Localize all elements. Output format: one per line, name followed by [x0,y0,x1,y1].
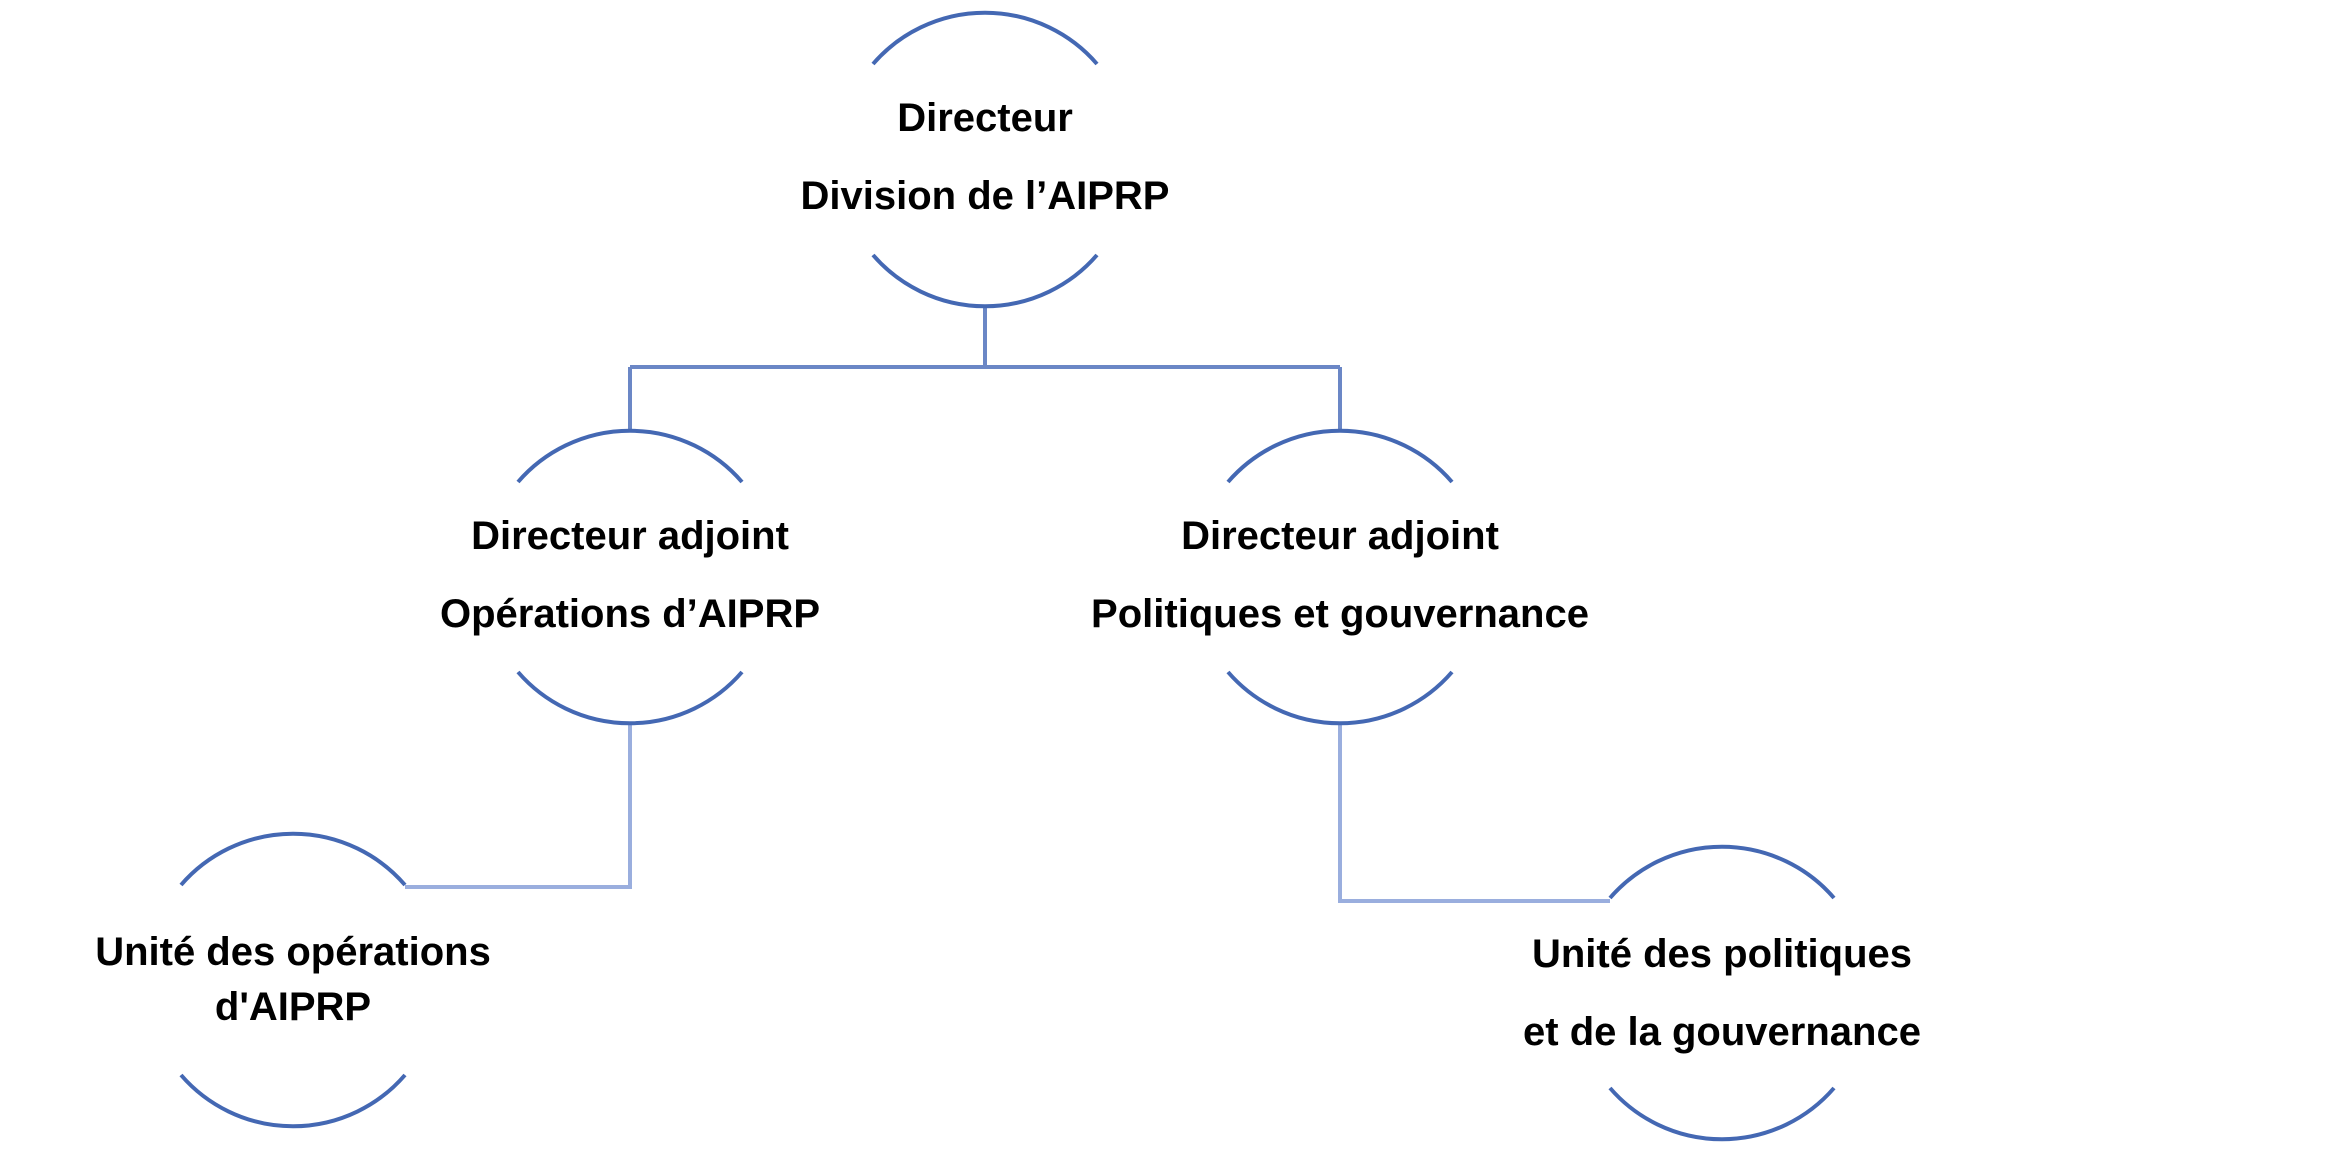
arc-top [871,10,1099,66]
arc-bottom [516,670,744,726]
arc-top [179,831,407,887]
node-deputy-policy-title: Directeur adjoint [1181,514,1499,558]
arc-bottom [1226,670,1454,726]
arc-bottom [871,253,1099,309]
node-director-title: Directeur [897,96,1073,140]
node-deputy-policy-unit: Politiques et gouvernance [1091,592,1589,636]
node-unit-operations-line1: Unité des opérations [95,930,491,974]
node-deputy-operations-unit: Opérations d’AIPRP [439,592,821,636]
node-deputy-operations-shape [516,428,744,726]
node-deputy-operations-title: Directeur adjoint [471,514,789,558]
node-deputy-policy: Directeur adjoint Politiques et gouverna… [1091,497,1589,653]
node-unit-operations-shape [179,831,407,1129]
arc-bottom [1608,1086,1836,1142]
node-unit-policy: Unité des politiques et de la gouvernanc… [1523,915,1921,1071]
arc-top [1608,844,1836,900]
node-director: Directeur Division de l’AIPRP [801,79,1170,235]
connector-to-unit-operations [405,725,632,889]
node-deputy-operations: Directeur adjoint Opérations d’AIPRP [440,497,820,653]
arc-bottom [179,1073,407,1129]
node-unit-policy-shape [1608,844,1836,1142]
connector-to-unit-policy [1338,725,1610,903]
arc-top [1226,428,1454,484]
node-director-unit: Division de l’AIPRP [800,174,1170,218]
node-unit-operations: Unité des opérations d'AIPRP [95,925,491,1035]
node-deputy-policy-shape [1226,428,1454,726]
arc-top [516,428,744,484]
node-unit-operations-line2: d'AIPRP [214,985,372,1029]
node-director-shape [871,10,1099,309]
node-unit-policy-line2: et de la gouvernance [1523,1010,1921,1054]
connectors [405,306,1610,903]
node-unit-policy-line1: Unité des politiques [1531,932,1913,976]
